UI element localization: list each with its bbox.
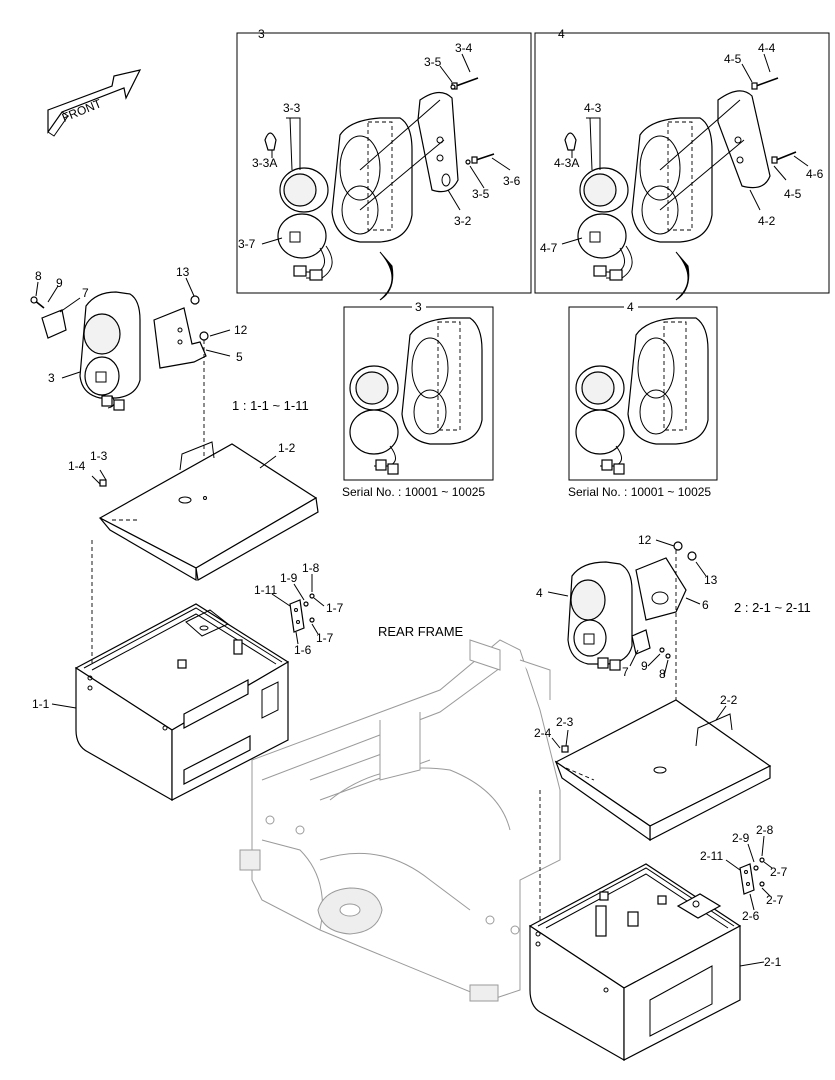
group-note-1: 1 : 1-1 ~ 1-11 <box>232 398 309 413</box>
serial-box-3: 3 Serial No. : 10001 ~ 10025 <box>342 300 494 499</box>
serial-box-4: 4 Serial No. : 10001 ~ 10025 <box>568 300 718 499</box>
box3-label-3-7: 3-7 <box>238 237 256 251</box>
arrow-to-serial-4 <box>675 251 690 301</box>
arrow-to-serial-3 <box>379 251 394 301</box>
right-lamp-label-4: 4 <box>536 586 543 600</box>
left-lamp-label-5: 5 <box>236 350 243 364</box>
right-box-label-2-7a: 2-7 <box>770 865 788 879</box>
right-cover-label-2-3: 2-3 <box>556 715 574 729</box>
left-cover-label-1-3: 1-3 <box>90 449 108 463</box>
right-hinge: 2-8 2-9 2-11 2-7 2-7 2-6 <box>700 823 788 923</box>
box3-label-3-3: 3-3 <box>283 101 301 115</box>
left-box-label-1-8: 1-8 <box>302 561 320 575</box>
box3-label-3-5a: 3-5 <box>424 55 442 69</box>
right-box-label-2-1: 2-1 <box>764 955 782 969</box>
serial4-title: 4 <box>627 300 634 314</box>
box3-label-3-5b: 3-5 <box>472 187 490 201</box>
serial4-serial: Serial No. : 10001 ~ 10025 <box>568 485 711 499</box>
left-lamp-label-8: 8 <box>35 269 42 283</box>
box3-label-3-4: 3-4 <box>455 41 473 55</box>
detail-box-4: 4 4-4 4-5 4-3 4-3A 4-6 4-5 4-2 4-7 <box>534 27 830 294</box>
right-battery-box: 2-1 <box>528 790 782 1062</box>
box4-label-4-4: 4-4 <box>758 41 776 55</box>
box3-label-3-2: 3-2 <box>454 214 472 228</box>
right-box-label-2-7b: 2-7 <box>766 893 784 907</box>
left-cover-label-1-4: 1-4 <box>68 459 86 473</box>
left-box-label-1-1: 1-1 <box>32 697 50 711</box>
box4-label-4-3: 4-3 <box>584 101 602 115</box>
left-lamp-label-7: 7 <box>82 286 89 300</box>
left-lamp-label-3: 3 <box>48 371 55 385</box>
box4-label-4-3A: 4-3A <box>554 156 579 170</box>
box3-label-3-6: 3-6 <box>503 174 521 188</box>
left-box-label-1-11: 1-11 <box>254 583 277 597</box>
right-cover-label-2-2: 2-2 <box>720 693 738 707</box>
right-cover: 2-2 2-3 2-4 <box>534 693 772 842</box>
left-box-label-1-7a: 1-7 <box>326 601 344 615</box>
right-cover-label-2-4: 2-4 <box>534 726 552 740</box>
left-battery-box: 1-1 <box>32 540 290 802</box>
right-lamp-label-7: 7 <box>622 665 629 679</box>
left-cover: 1-2 1-3 1-4 <box>68 441 319 582</box>
right-lamp-label-9: 9 <box>641 659 648 673</box>
left-box-label-1-9: 1-9 <box>280 571 298 585</box>
right-lamp-label-12: 12 <box>638 533 652 547</box>
box4-label-4-7: 4-7 <box>540 241 558 255</box>
box3-label-3-3A: 3-3A <box>252 156 277 170</box>
left-lamp-assembly: 8 9 7 13 12 5 3 1 : 1-1 ~ 1-11 <box>30 265 309 498</box>
left-hinge: 1-8 1-9 1-11 1-7 1-7 1-6 <box>254 561 344 657</box>
rear-frame-label: REAR FRAME <box>378 624 464 639</box>
serial3-serial: Serial No. : 10001 ~ 10025 <box>342 485 485 499</box>
box4-label-4-5a: 4-5 <box>724 52 742 66</box>
right-box-label-2-6: 2-6 <box>742 909 760 923</box>
right-lamp-assembly: 12 13 4 6 7 9 8 2 : 2-1 ~ 2-11 <box>536 533 811 770</box>
box4-title: 4 <box>558 27 565 41</box>
right-lamp-label-8: 8 <box>659 667 666 681</box>
right-lamp-label-6: 6 <box>702 598 709 612</box>
right-box-label-2-8: 2-8 <box>756 823 774 837</box>
left-box-label-1-6: 1-6 <box>294 643 312 657</box>
left-lamp-label-13: 13 <box>176 265 190 279</box>
front-arrow: FRONT <box>47 69 142 137</box>
box4-label-4-5b: 4-5 <box>784 187 802 201</box>
left-box-label-1-7b: 1-7 <box>316 631 334 645</box>
right-lamp-label-13: 13 <box>704 573 718 587</box>
left-lamp-label-9: 9 <box>56 276 63 290</box>
rear-frame: REAR FRAME <box>239 624 561 1002</box>
serial3-title: 3 <box>415 300 422 314</box>
box3-title: 3 <box>258 27 265 41</box>
group-note-2: 2 : 2-1 ~ 2-11 <box>734 600 811 615</box>
right-box-label-2-9: 2-9 <box>732 831 750 845</box>
box4-label-4-6: 4-6 <box>806 167 824 181</box>
left-lamp-label-12: 12 <box>234 323 248 337</box>
left-cover-label-1-2: 1-2 <box>278 441 296 455</box>
right-box-label-2-11: 2-11 <box>700 849 723 863</box>
box4-label-4-2: 4-2 <box>758 214 776 228</box>
detail-box-3: 3 3-4 3-5 3-3 <box>236 27 532 294</box>
